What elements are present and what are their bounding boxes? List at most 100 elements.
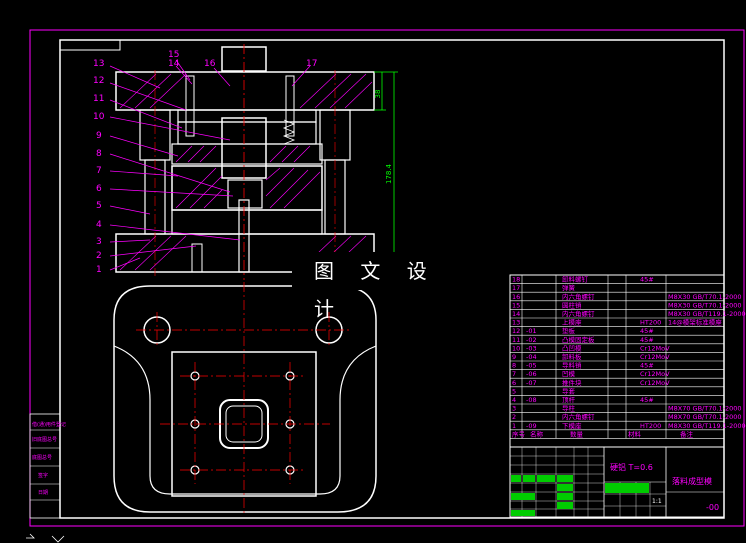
callout-9: 9 (96, 131, 102, 141)
bom-cell: 内六角螺钉 (562, 309, 595, 318)
corner-tab (59, 39, 121, 51)
green-cell (537, 475, 555, 482)
bom-cell: 内六角螺钉 (562, 412, 595, 421)
hatch-die (175, 167, 321, 209)
bom-cell: Cr12MoV (640, 379, 670, 387)
bom-cell: -03 (526, 344, 537, 352)
bom-cell: 9 (512, 353, 516, 361)
bom-cell: 14@模架标准模座 (668, 318, 722, 327)
green-cell (605, 483, 649, 493)
bom-cell: 5 (512, 387, 516, 395)
bom-header-cell: 名称 (530, 429, 544, 438)
title-block: 硬铝 T=0.6 落料成型模 -00 1:1 (509, 446, 725, 518)
outer-frame (29, 29, 745, 527)
sidebar-label: 旧底图总号 (32, 436, 57, 443)
bom-cell: 弹簧 (562, 283, 576, 292)
drawing-number: -00 (706, 503, 719, 512)
bom-cell: -01 (526, 327, 537, 335)
bom-cell: 4 (512, 396, 516, 404)
bom-cell: M8X30 GB/T119.1-2000 / 14@模架标准模座 (668, 421, 746, 430)
callout-2: 2 (96, 251, 102, 261)
green-cell (557, 484, 573, 491)
spring (282, 119, 296, 145)
bom-cell: 45# (640, 276, 654, 284)
ejector-block (227, 179, 263, 209)
callout-6: 6 (96, 184, 102, 194)
bom-cell: -06 (526, 370, 537, 378)
bom-cell: 45# (640, 336, 654, 344)
sidebar-label: 日期 (38, 490, 48, 496)
bom-cell: 18 (512, 276, 520, 284)
bom-cell: 上模座 (562, 318, 582, 327)
bom-cell: -08 (526, 396, 537, 404)
bom-cell: 推件块 (562, 378, 582, 387)
green-cell (511, 475, 521, 482)
ejector-rod (238, 199, 250, 273)
callout-3: 3 (96, 237, 102, 247)
bom-header-cell: 数量 (570, 429, 584, 438)
screw-lower-left (191, 243, 203, 273)
bom-cell: 凸模固定板 (562, 335, 595, 344)
screw-upper-right (285, 75, 295, 137)
lower-plate (171, 209, 323, 235)
bom-cell: 卸料螺钉 (562, 275, 589, 284)
material-label: 硬铝 T=0.6 (610, 462, 653, 472)
screw-holes (190, 371, 295, 475)
bom-cell: 下模座 (562, 421, 582, 430)
green-cell (557, 493, 573, 500)
callout-17: 17 (306, 59, 317, 69)
watermark: 图 文 设 计 (292, 252, 452, 321)
plan-view (113, 282, 377, 516)
bom-cell: 45# (640, 327, 654, 335)
bom-cell: M8X30 GB/T70.1-2000 (668, 293, 742, 301)
bom-cell: 导套 (562, 386, 576, 395)
bom-cell: -02 (526, 336, 537, 344)
green-cell (511, 510, 535, 516)
ucs-icon (26, 533, 65, 543)
sidebar-label: 底图总号 (32, 454, 52, 461)
guide-sleeve-right (319, 109, 351, 161)
bom-cell: 45# (640, 362, 654, 370)
bom-cell: 8 (512, 362, 516, 370)
scale: 1:1 (652, 498, 662, 505)
dimension-38: 38 (374, 90, 382, 99)
callout-1: 1 (96, 265, 102, 275)
seat-relief-inner (113, 345, 377, 495)
bom-cell: 内六角螺钉 (562, 292, 595, 301)
bom-cell: -05 (526, 362, 537, 370)
section-view: 38 178.4 13 12 11 10 (93, 44, 398, 280)
cavity-inner (225, 405, 263, 443)
revision-sidebar: 借(通)用件登记 旧底图总号 底图总号 签字 日期 (29, 413, 66, 519)
green-cell (523, 475, 535, 482)
callout-4: 4 (96, 220, 102, 230)
callout-5: 5 (96, 201, 102, 211)
hatch-stripper (175, 145, 311, 163)
lower-seat-outline (113, 285, 377, 513)
bom-cell: 1 (512, 422, 516, 430)
backing-plate (177, 109, 317, 123)
bom-cell: 凸凹模 (562, 343, 582, 352)
stripper-plate (171, 143, 323, 165)
bom-cell: 导料销 (562, 361, 582, 370)
callout-numbers: 13 12 11 10 9 8 7 6 5 4 3 2 1 15 14 16 1… (93, 50, 317, 275)
hatch-upper-seat (119, 73, 373, 109)
bom-cell: 导柱 (562, 404, 576, 413)
sidebar-label: 签字 (38, 472, 48, 479)
bom-cell: -07 (526, 379, 537, 387)
bom-cell: Cr12MoV (640, 353, 670, 361)
part-name: 落料成型模 (672, 476, 712, 486)
bom-cell: 16 (512, 293, 520, 301)
bom-cell: M8X70 GB/T70.1-2000 (668, 413, 742, 421)
bom-header-cell: 序号 (512, 429, 526, 438)
green-cell (511, 493, 535, 500)
bom-cell: M8X30 GB/T70.1-2000 (668, 301, 742, 309)
dimension-178: 178.4 (385, 163, 393, 184)
bom-cell: 10 (512, 344, 520, 352)
bom-cell: 顶杆 (562, 395, 576, 404)
bom-cell: M8X30 GB/T119.1-2000 (668, 310, 746, 318)
bom-cell: -04 (526, 353, 537, 361)
bom-cell: M8X70 GB/T70.1-2000 (668, 405, 742, 413)
bom-cell: 垫板 (562, 326, 576, 335)
